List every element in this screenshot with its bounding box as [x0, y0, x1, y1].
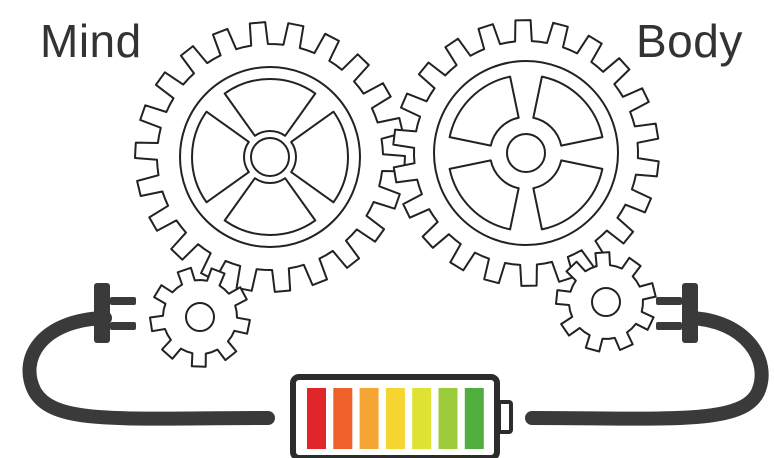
small-left-gear-hub: [186, 303, 214, 331]
battery-segment: [360, 388, 379, 449]
body-gear-hub: [507, 134, 545, 172]
right-plug-icon: [656, 283, 698, 343]
battery-icon: [293, 377, 511, 458]
battery-segment: [439, 388, 458, 449]
battery-segment: [412, 388, 431, 449]
left-plug-icon: [94, 283, 136, 343]
battery-segment: [333, 388, 352, 449]
battery-segment: [307, 388, 326, 449]
small-right-gear-hub: [592, 288, 620, 316]
mind-gear-hub: [251, 138, 289, 176]
battery-segment: [465, 388, 484, 449]
battery-segment: [386, 388, 405, 449]
